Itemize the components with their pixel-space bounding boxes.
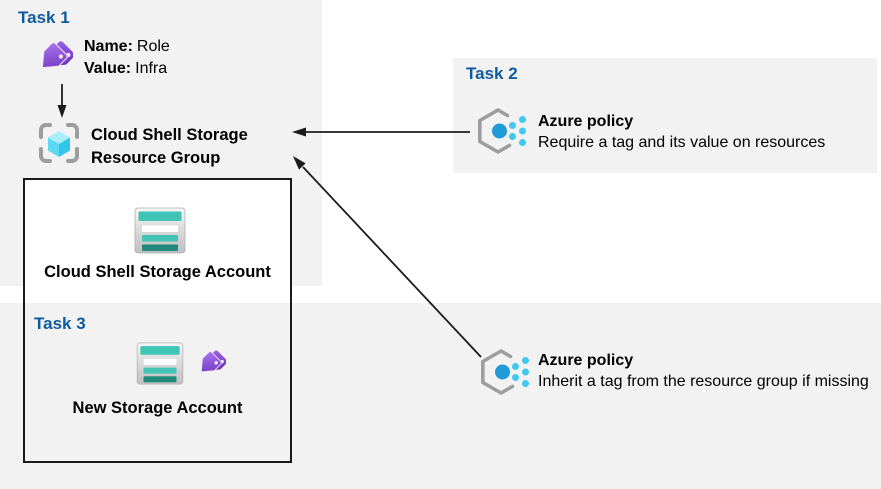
tag-value-line: Value:Infra bbox=[84, 58, 170, 80]
inherit-policy-title: Azure policy bbox=[538, 352, 634, 369]
cloud-shell-storage-account-label: Cloud Shell Storage Account bbox=[44, 263, 271, 281]
storage-account-icon bbox=[134, 207, 186, 254]
task2-label: Task 2 bbox=[466, 64, 518, 83]
resource-group-label: Cloud Shell Storage Resource Group bbox=[91, 124, 248, 170]
tag-value-label: Value: bbox=[84, 60, 132, 77]
new-storage-account-label: New Storage Account bbox=[72, 399, 243, 417]
task2-panel bbox=[453, 58, 877, 173]
resource-group-label-line1: Cloud Shell Storage bbox=[91, 126, 248, 144]
resource-group-box bbox=[23, 178, 292, 463]
tag-name-line: Name:Role bbox=[84, 36, 170, 58]
resource-group-icon bbox=[39, 123, 79, 163]
storage-account-icon bbox=[136, 342, 184, 385]
task1-label: Task 1 bbox=[18, 8, 70, 27]
tag-name-value-text: Name:Role Value:Infra bbox=[84, 36, 170, 80]
resource-group-label-line2: Resource Group bbox=[91, 149, 221, 167]
require-policy-title: Azure policy bbox=[538, 113, 634, 130]
task3-label: Task 3 bbox=[34, 314, 86, 333]
tag-name-label: Name: bbox=[84, 38, 133, 55]
inherit-policy-description: Inherit a tag from the resource group if… bbox=[538, 373, 869, 390]
tag-icon bbox=[41, 41, 73, 69]
tag-value-value: Infra bbox=[135, 60, 168, 77]
require-policy-text: Azure policy Require a tag and its value… bbox=[538, 111, 878, 153]
azure-policy-icon bbox=[481, 349, 529, 395]
require-policy-description: Require a tag and its value on resources bbox=[538, 134, 826, 151]
azure-policy-icon bbox=[478, 108, 526, 154]
tag-name-value: Role bbox=[136, 38, 170, 55]
inherit-policy-text: Azure policy Inherit a tag from the reso… bbox=[538, 350, 878, 392]
tag-icon bbox=[200, 350, 226, 373]
